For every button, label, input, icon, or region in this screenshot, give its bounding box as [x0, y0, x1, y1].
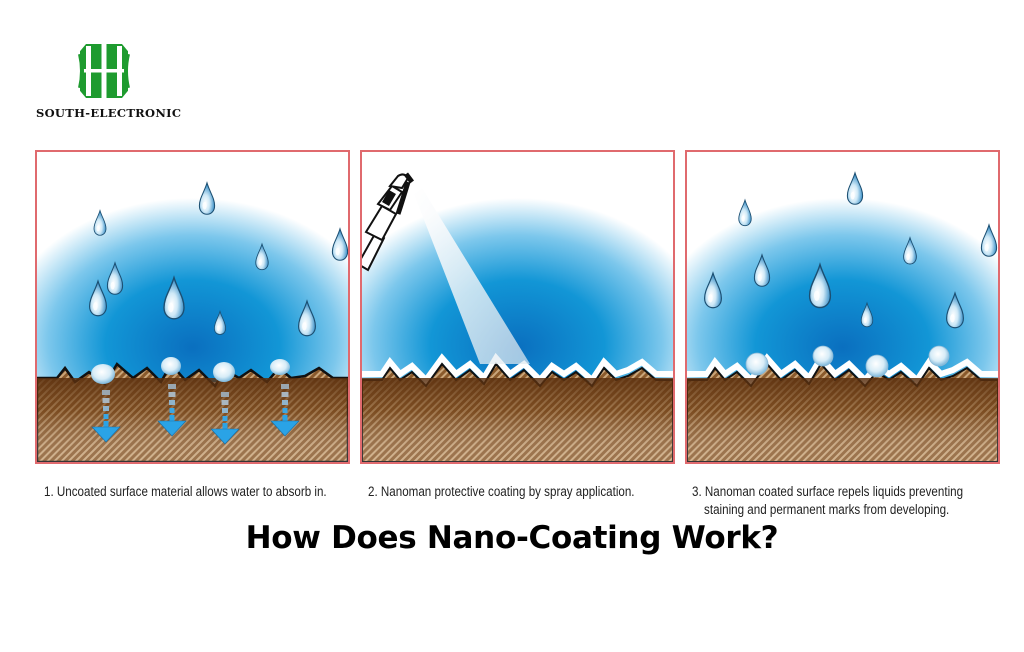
spray-nozzle-icon: [362, 172, 414, 272]
water-bead-icon: [745, 352, 769, 376]
caption-step-3-line-2: staining and permanent marks from develo…: [704, 502, 950, 517]
south-electronic-logo-icon: [72, 40, 136, 102]
caption-step-3: 3. Nanoman coated surface repels liquids…: [692, 483, 963, 519]
caption-step-3-line-1: 3. Nanoman coated surface repels liquids…: [692, 484, 964, 499]
spray-application-illustration: [362, 152, 673, 462]
panel-coated-surface: [685, 150, 1000, 464]
spray-mist: [414, 188, 530, 364]
brand-logo: SOUTH-ELECTRONIC: [36, 40, 181, 124]
uncoated-surface-illustration: [37, 152, 348, 462]
page-title: How Does Nano-Coating Work?: [245, 520, 779, 556]
brand-name: SOUTH-ELECTRONIC: [36, 106, 182, 120]
caption-step-1: 1. Uncoated surface material allows wate…: [44, 484, 327, 499]
panel-uncoated-surface: [35, 150, 350, 464]
coated-surface-illustration: [687, 152, 998, 462]
panel-spray-application: [360, 150, 675, 464]
caption-step-2: 2. Nanoman protective coating by spray a…: [368, 484, 635, 499]
